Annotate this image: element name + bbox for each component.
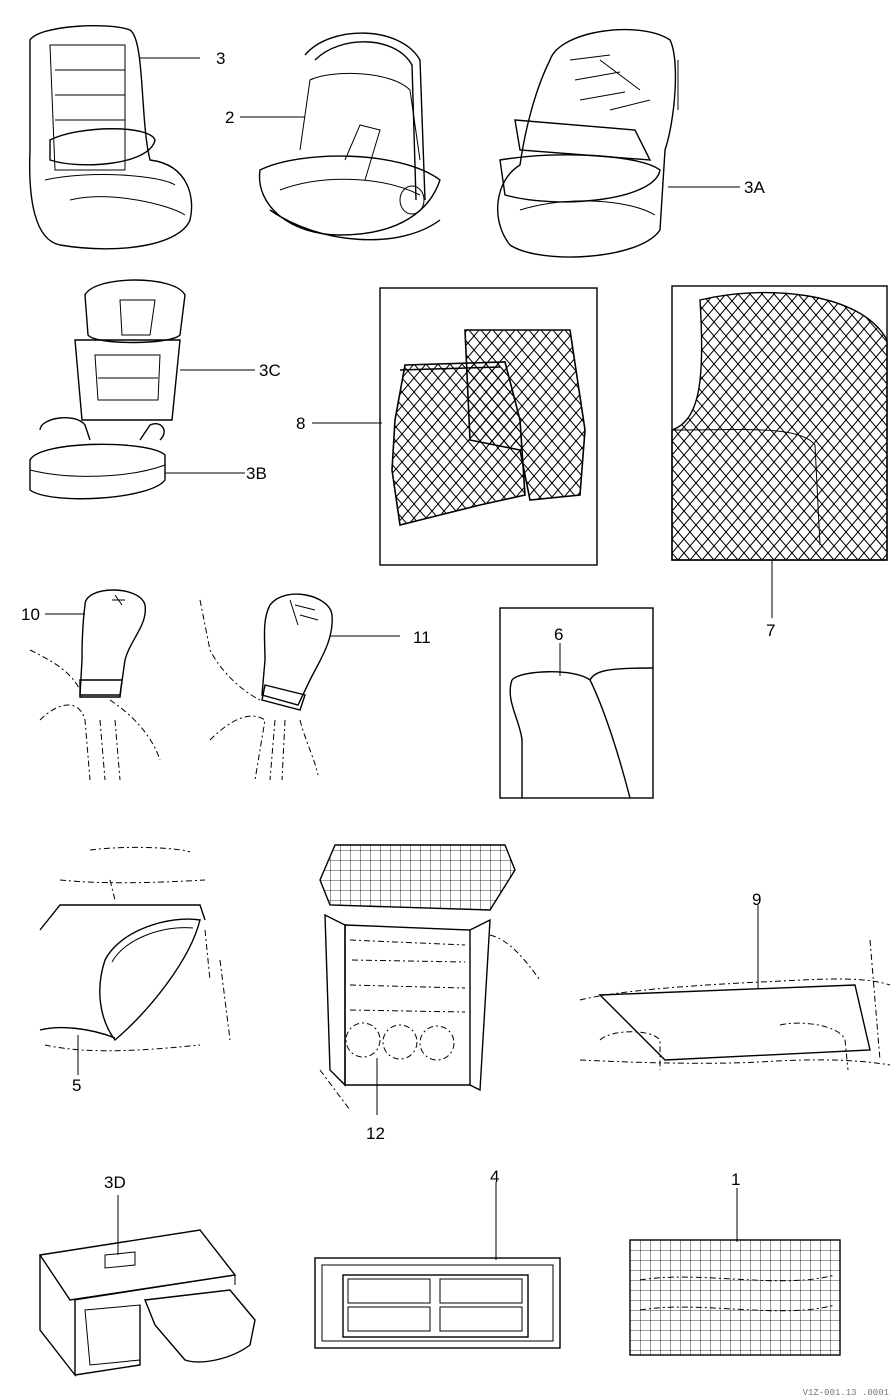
- gear-knob-11: [199, 593, 400, 781]
- gear-knob-10: [29, 589, 161, 781]
- child-seat-3: [28, 24, 200, 250]
- booster-seat-3b-3c: [29, 279, 255, 500]
- cargo-cover-9: [579, 905, 891, 1071]
- callout-12: 12: [366, 1124, 385, 1143]
- callout-3b: 3B: [246, 464, 267, 483]
- seat-side-6: [499, 607, 654, 799]
- callout-2: 2: [225, 108, 234, 127]
- seat-3a: [497, 28, 740, 258]
- seat-cover-7: [671, 285, 888, 618]
- callout-6: 6: [554, 625, 563, 644]
- callout-8: 8: [296, 414, 305, 433]
- callout-9: 9: [752, 890, 761, 909]
- callout-5: 5: [72, 1076, 81, 1095]
- infant-carrier-2: [240, 32, 441, 241]
- callout-11: 11: [413, 628, 431, 647]
- callout-10: 10: [21, 605, 40, 624]
- floor-cover-5: [39, 846, 231, 1075]
- callout-3d: 3D: [104, 1173, 126, 1192]
- diagram-reference-code: V1Z-001.13 .0001: [802, 1388, 889, 1398]
- callout-4: 4: [490, 1167, 499, 1186]
- storage-box-3d: [38, 1195, 256, 1378]
- callout-3a: 3A: [744, 178, 765, 197]
- floor-mats-8: [312, 287, 598, 566]
- luggage-net-1: [629, 1188, 841, 1356]
- tray-4: [314, 1182, 561, 1349]
- callout-1: 1: [731, 1170, 740, 1189]
- callout-7: 7: [766, 621, 775, 640]
- console-12: [319, 844, 541, 1115]
- callout-3c: 3C: [259, 361, 281, 380]
- callout-3: 3: [216, 49, 225, 68]
